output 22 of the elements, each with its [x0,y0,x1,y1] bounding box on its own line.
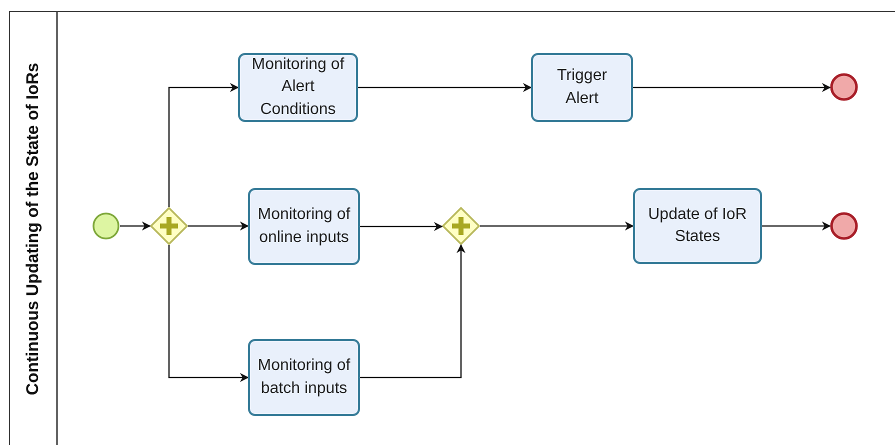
sequence-flow-arrow [360,244,466,378]
sequence-flow-arrow [762,222,831,230]
parallel-gateway-diamond [442,207,480,245]
sequence-flow-arrow [480,222,634,230]
task-box: Monitoring of online inputs [248,188,360,265]
pool-lane [9,11,895,445]
parallel-gateway-diamond [150,207,188,245]
end-event-circle [830,73,858,101]
task-box: Monitoring of batch inputs [248,339,360,416]
sequence-flow-arrow [120,222,151,230]
sequence-flow-arrow [188,222,249,230]
sequence-flow-arrow [360,222,443,231]
sequence-flow-arrow [168,245,249,382]
lane-title: Continuous Updating of the State of IoRs [22,62,43,398]
task-box: Update of IoR States [633,188,762,264]
end-event-circle [830,212,858,240]
task-box: Trigger Alert [531,53,633,122]
start-event-circle [92,212,120,240]
task-box: Monitoring of Alert Conditions [238,53,358,122]
sequence-flow-arrow [168,83,239,207]
sequence-flow-arrow [633,83,831,92]
sequence-flow-arrow [358,83,532,92]
